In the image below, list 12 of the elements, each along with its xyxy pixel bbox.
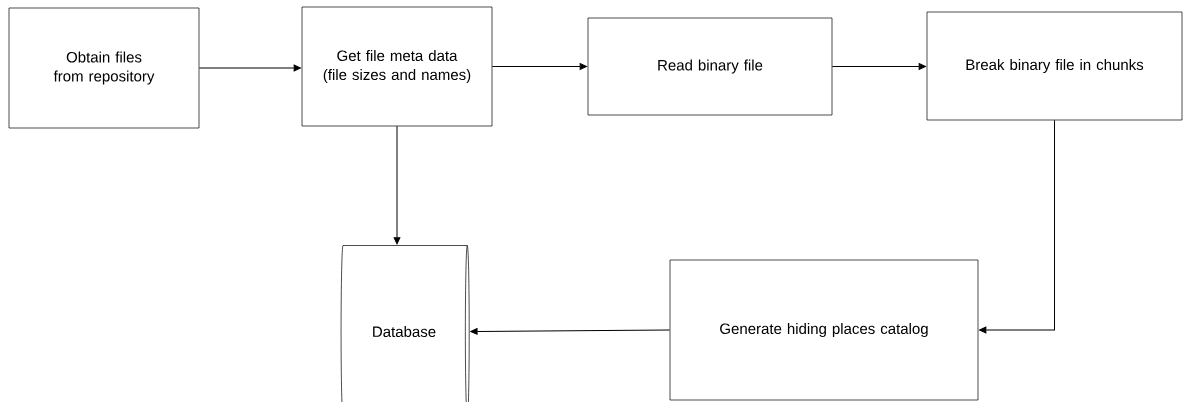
process-box: Obtain files from repository bbox=[8, 7, 200, 129]
database-cylinder: Database bbox=[340, 245, 470, 402]
arrow bbox=[198, 64, 301, 72]
arrow bbox=[831, 63, 926, 70]
process-box: Get file meta data (file sizes and names) bbox=[301, 6, 493, 127]
process-box: Generate hiding places catalog bbox=[669, 259, 979, 401]
process-box: Read binary file bbox=[587, 17, 833, 116]
arrow bbox=[491, 63, 587, 70]
arrow bbox=[393, 125, 401, 245]
arrow bbox=[979, 119, 1055, 334]
arrow bbox=[470, 328, 671, 335]
process-box: Break binary file in chunks bbox=[926, 11, 1183, 121]
